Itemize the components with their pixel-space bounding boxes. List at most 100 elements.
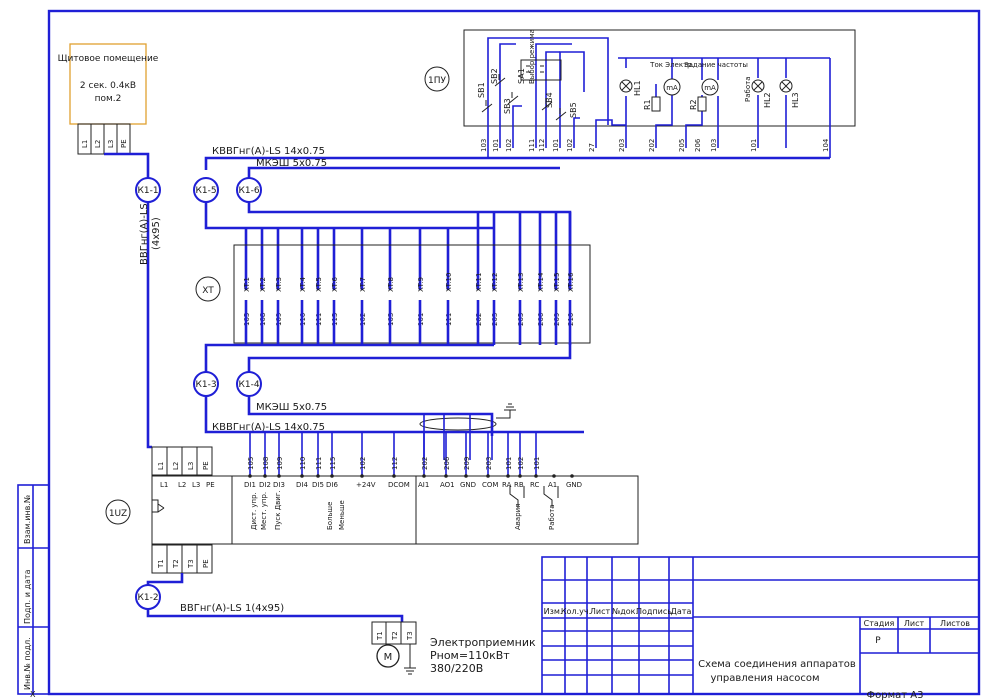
uz-ctrl-pin-dot xyxy=(486,474,490,478)
panel-terminal-l3: L3 xyxy=(107,140,115,148)
pu-terminal-label: 102 xyxy=(505,139,513,152)
tb-stage-head: Стадия xyxy=(864,619,895,628)
xt-top-label: XT:10 xyxy=(445,273,453,292)
pu-terminal-label: 103 xyxy=(710,139,718,152)
tb-col-list: Лист xyxy=(590,607,611,616)
node-k1-2 xyxy=(135,584,161,610)
uz-top-l3: L3 xyxy=(192,481,200,489)
uz-input-terminals xyxy=(151,446,213,476)
uz-ctrl-pin-label: DI4 xyxy=(296,481,308,489)
top-bus-line xyxy=(204,156,830,170)
panel-terminal-block xyxy=(77,123,131,155)
uz-in-l1: L1 xyxy=(157,462,165,470)
xt-top-label: XT:12 xyxy=(491,273,499,292)
uz-function-labels: Дист. упр. Мест. упр. Пуск Двиг. Больше … xyxy=(250,490,346,530)
pu-terminal-label: 103 xyxy=(480,139,488,152)
uz-ctrl-pin-label: DI3 xyxy=(273,481,285,489)
uz-top-l1: L1 xyxy=(160,481,168,489)
top-bus-line-2 xyxy=(247,166,560,180)
uz-out-t2: T2 xyxy=(172,559,180,569)
label-1uz: 1UZ xyxy=(109,509,127,519)
pu-terminal-label: 205 xyxy=(678,139,686,152)
tb-format: Формат А3 xyxy=(867,690,924,700)
uz-ctrl-pin-dot xyxy=(534,474,538,478)
cable-main-name: ВВГнг(А)-LS xyxy=(139,203,150,265)
xt-lower-drops xyxy=(230,300,572,347)
stamp-sign: Подп. и дата xyxy=(23,569,32,624)
xt-top-label: XT:5 xyxy=(315,277,323,292)
xt-top-label: XT:8 xyxy=(387,277,395,292)
uz-ctrl-wire-label: 209 xyxy=(463,457,471,470)
tb-stage: Р xyxy=(875,636,881,646)
tb-sheet-head: Лист xyxy=(904,619,925,628)
xt-top-label: XT:13 xyxy=(517,273,525,292)
uz-relay-run: Работа xyxy=(548,505,556,530)
node-k1-1 xyxy=(135,177,161,203)
uz-ctrl-wire-label: 110 xyxy=(299,457,307,470)
uz-ctrl-pin-label: DI1 xyxy=(244,481,256,489)
cable-mid-1: МКЭШ 5х0.75 xyxy=(256,402,327,413)
pu-terminal-label: 102 xyxy=(566,139,574,152)
uz-ctrl-wire-label: 202 xyxy=(421,457,429,470)
power-panel-title: Щитовое помещение xyxy=(58,54,159,64)
node-k1-1-label: К1-1 xyxy=(137,186,158,196)
xt-upper-drops xyxy=(230,212,572,290)
pu-sb5: SB5 xyxy=(569,102,578,118)
node-k1-2-label: К1-2 xyxy=(137,593,158,603)
cable-main-size: (4х95) xyxy=(151,217,162,250)
uz-ctrl-wire-label: 111 xyxy=(315,457,323,470)
corner-mark: X xyxy=(30,690,36,699)
uz-ctrl-pin-dot xyxy=(300,474,304,478)
main-power-cable xyxy=(104,152,152,449)
cable-bottom: ВВГнг(А)-LS 1(4х95) xyxy=(180,603,284,614)
r2-resistor-icon xyxy=(697,96,707,112)
node-k1-5-label: К1-5 xyxy=(195,186,216,196)
side-stamp xyxy=(17,484,50,695)
pu-hl1: HL1 xyxy=(633,80,642,96)
uz-ctrl-pin-label: DI5 xyxy=(312,481,324,489)
uz-top-pe: PE xyxy=(206,481,215,489)
uz-top-l2: L2 xyxy=(178,481,186,489)
uz-ctrl-pin-label: AO1 xyxy=(440,481,455,489)
uz-in-l2: L2 xyxy=(172,462,180,470)
tb-doc-title: Схема соединения аппаратов xyxy=(698,659,856,670)
motor-name: Электроприемник xyxy=(430,636,536,649)
pu-hl2: HL2 xyxy=(763,92,772,108)
uz-ctrl-pin-dot xyxy=(248,474,252,478)
uz-fn-less: Меньше xyxy=(338,500,346,530)
motor-t1: T1 xyxy=(376,631,384,641)
pu-terminal-label: 202 xyxy=(648,139,656,152)
node-k1-6-label: К1-6 xyxy=(238,186,259,196)
xt-upper-wiring xyxy=(204,202,572,290)
pu-hl3: HL3 xyxy=(791,92,800,108)
cable-top-1: КВВГнг(А)-LS 14х0.75 xyxy=(212,146,325,157)
power-panel-line3: пом.2 xyxy=(95,94,122,104)
cable-top-2: МКЭШ 5х0.75 xyxy=(256,158,327,169)
tb-doc-title2: управления насосом xyxy=(710,673,819,684)
pu-switch-symbols xyxy=(481,59,567,121)
uz-ctrl-pin-dot xyxy=(263,474,267,478)
r1-resistor-icon xyxy=(651,96,661,112)
uz-ctrl-pin-label: RC xyxy=(530,481,540,489)
uz-output-terminals xyxy=(151,544,213,574)
uz-ctrl-pin-dot xyxy=(518,474,522,478)
pu-mode-label: Выбор режима xyxy=(528,29,536,84)
title-block xyxy=(541,556,980,695)
panel-terminal-pe: PE xyxy=(120,139,128,148)
xt-terminal-block xyxy=(233,244,591,344)
stamp-replace: Взам.инв.№ xyxy=(23,494,32,544)
uz-ctrl-pin-dot xyxy=(360,474,364,478)
hl1-lamp-icon xyxy=(619,79,633,93)
sheet-frame xyxy=(47,9,981,696)
motor-icon: М xyxy=(376,644,416,675)
uz-in-pe: PE xyxy=(202,461,210,470)
motor-terminals xyxy=(371,621,417,645)
xt-lower-wiring xyxy=(204,343,572,372)
uz-in-l3: L3 xyxy=(187,462,195,470)
uz-ctrl-pin-dot xyxy=(392,474,396,478)
xt-top-label: XT:3 xyxy=(275,277,283,292)
uz-fn-start: Пуск Двиг. xyxy=(274,490,282,530)
relay-contacts xyxy=(509,486,559,508)
